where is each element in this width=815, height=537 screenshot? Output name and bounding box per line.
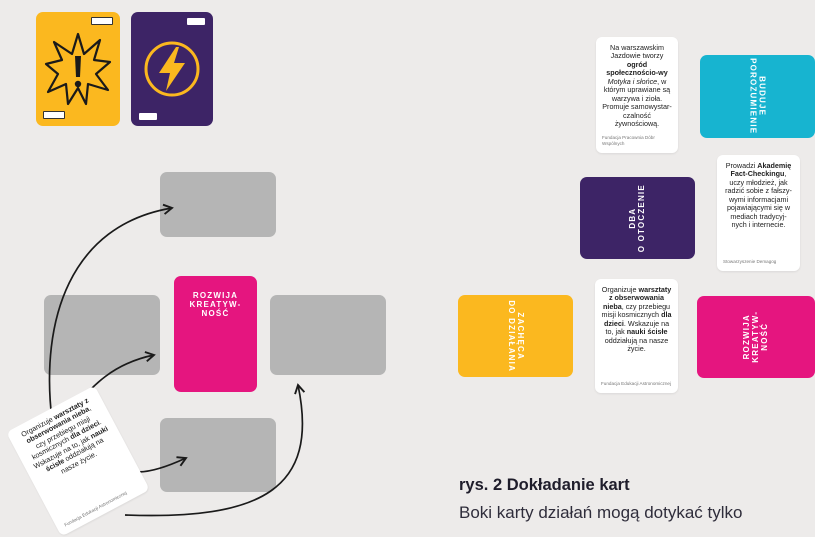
- card-text-segment: , w którym uprawiane są warzywa i zioła.…: [602, 76, 672, 129]
- card-text-segment: . Wskazuje na to, jak: [605, 318, 670, 337]
- empty-slot-right: [270, 295, 386, 375]
- card-zacheca: ZACHĘCA DO DZIAŁANIA: [458, 295, 573, 377]
- card-text-segment: Motyka i słońce: [607, 76, 658, 86]
- card-text-segment: dla dzieci: [603, 310, 672, 328]
- card-buduje-porozumienie: BUDUJE POROZUMIENIE: [700, 55, 815, 138]
- card-fact-text: Prowadzi Akademię Fact-Checkingu, uczy m…: [723, 161, 794, 230]
- figure-caption: rys. 2 Dokładanie kart: [459, 476, 630, 494]
- card-text-segment: , uczy młodzież, jak radzić sobie z fałs…: [725, 169, 792, 230]
- card-fact-source: Stowarzyszenie Demagog: [723, 258, 777, 264]
- card-mini-logo: [187, 18, 205, 25]
- empty-slot-left: [44, 295, 160, 375]
- center-card-label: ROZWIJA KREATYW- NOŚĆ: [189, 291, 242, 319]
- card-text-segment: Organizuje: [601, 285, 639, 294]
- card-text-segment: Prowadzi: [725, 161, 758, 170]
- tilted-action-card[interactable]: Organizuje warsztaty z obserwowania nieb…: [6, 385, 150, 537]
- card-text-segment: oddziałują na nasze życie.: [604, 335, 669, 354]
- card-text-segment: ogród społecznościo-wy: [606, 59, 668, 78]
- card-ogrod: Na warszawskim Jazdowie tworzy ogród spo…: [596, 37, 678, 153]
- card-warsztaty: Organizuje warsztaty z obserwowania nieb…: [595, 279, 678, 393]
- card-text-segment: Akademię Fact-Checkingu: [730, 161, 792, 179]
- card-text-segment: , czy przebiegu misji kosmicznych: [601, 301, 671, 320]
- card-mini-logo: [139, 113, 157, 120]
- card-rozwija-kreatywnosc: ROZWIJA KREATYW- NOŚĆ: [697, 296, 815, 378]
- lightning-bolt-icon: [144, 41, 200, 97]
- purple-lightning-card: [131, 12, 213, 126]
- body-text: Boki karty działań mogą dotykać tylko: [459, 503, 743, 522]
- card-text-segment: Na warszawskim Jazdowie tworzy: [610, 43, 664, 61]
- card-mini-logo: [91, 17, 113, 25]
- explosion-exclamation-icon: [44, 32, 112, 106]
- card-fact-checking: Prowadzi Akademię Fact-Checkingu, uczy m…: [717, 155, 800, 271]
- card-mini-logo: [43, 111, 65, 119]
- yellow-alert-card: [36, 12, 120, 126]
- label-dba: DBA O OTOCZENIE: [628, 183, 647, 253]
- empty-slot-top: [160, 172, 276, 237]
- card-warsztaty-source: Fundacja Edukacji Astronomicznej: [601, 380, 671, 386]
- label-rozwija: ROZWIJA KREATYW- NOŚĆ: [742, 311, 770, 363]
- card-warsztaty-text: Organizuje warsztaty z obserwowania nieb…: [601, 285, 672, 354]
- card-dba-o-otoczenie: DBA O OTOCZENIE: [580, 177, 695, 259]
- tilted-card-source: Fundacja Edukacji Astronomicznej: [63, 489, 128, 528]
- label-buduje: BUDUJE POROZUMIENIE: [748, 58, 767, 135]
- card-ogrod-source: Fundacja Pracownia Dóbr Wspólnych: [602, 135, 655, 146]
- tilted-card-text: Organizuje warsztaty z obserwowania nieb…: [16, 394, 118, 486]
- card-ogrod-text: Na warszawskim Jazdowie tworzy ogród spo…: [602, 43, 672, 129]
- empty-slot-bottom: [160, 418, 276, 492]
- card-text-segment: nauki ścisłe: [626, 327, 668, 337]
- label-zacheca: ZACHĘCA DO DZIAŁANIA: [506, 300, 525, 372]
- card-text-segment: warsztaty z obserwowania nieba: [602, 285, 672, 311]
- center-card-rozwija: ROZWIJA KREATYW- NOŚĆ: [174, 276, 257, 392]
